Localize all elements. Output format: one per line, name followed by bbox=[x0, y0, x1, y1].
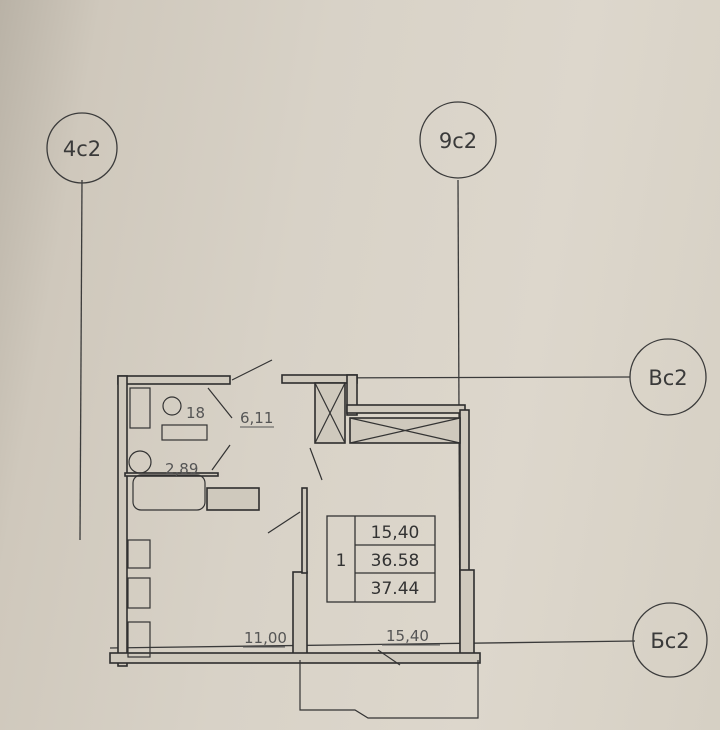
axis-line-4c2 bbox=[79, 179, 83, 541]
axis-marker-bc2 bbox=[632, 602, 708, 678]
axis-label-4c2: 4c2 bbox=[63, 137, 101, 161]
table-total-area: 36.58 bbox=[371, 551, 420, 571]
kitchen-area: 11,00 bbox=[244, 629, 287, 647]
axis-line-bc2 bbox=[109, 640, 636, 649]
area-underlines bbox=[240, 426, 440, 648]
axis-marker-vc2 bbox=[629, 338, 707, 416]
table-total-area-with-balcony: 37.44 bbox=[371, 579, 420, 599]
axis-marker-4c2 bbox=[46, 112, 118, 184]
wc-area: 18 bbox=[186, 404, 205, 422]
summary-table bbox=[326, 515, 436, 603]
bath-area: 2,89 bbox=[165, 460, 198, 478]
living-room-area: 15,40 bbox=[386, 627, 429, 645]
table-living-area: 15,40 bbox=[371, 523, 420, 543]
hall-area: 6,11 bbox=[240, 409, 273, 427]
axis-marker-9c2 bbox=[419, 101, 497, 179]
rooms-count: 1 bbox=[336, 551, 347, 571]
axis-label-9c2: 9c2 bbox=[439, 129, 477, 153]
fixtures bbox=[127, 359, 479, 719]
walls bbox=[109, 374, 481, 667]
axis-label-vc2: Вс2 bbox=[648, 366, 687, 390]
axis-label-bc2: Бс2 bbox=[650, 629, 689, 653]
